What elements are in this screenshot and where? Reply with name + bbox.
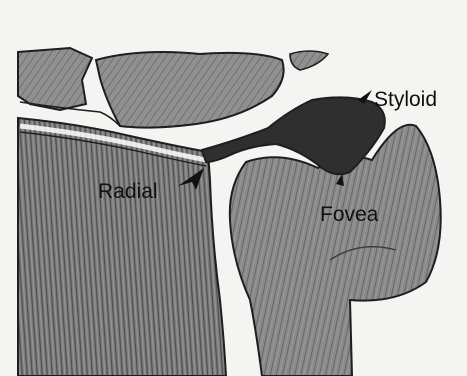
carpal-bone-left bbox=[18, 48, 92, 110]
label-fovea: Fovea bbox=[320, 203, 378, 227]
carpal-bone-center bbox=[96, 52, 284, 128]
carpal-bone-right bbox=[290, 51, 328, 70]
label-radial: Radial bbox=[98, 180, 158, 204]
label-styloid: Styloid bbox=[374, 88, 437, 112]
